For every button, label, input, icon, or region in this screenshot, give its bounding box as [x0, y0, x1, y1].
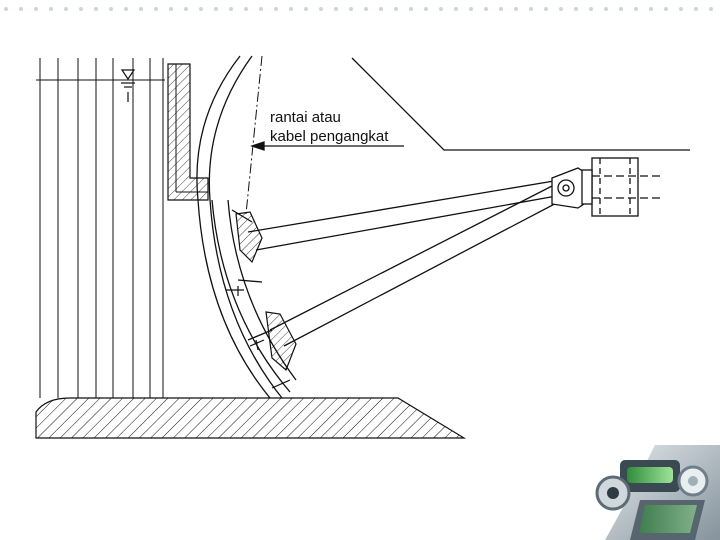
- border-dot: [394, 7, 398, 11]
- border-dot: [529, 7, 533, 11]
- border-dot: [499, 7, 503, 11]
- border-dot: [589, 7, 593, 11]
- drawing-area: [33, 44, 695, 438]
- border-dot: [124, 7, 128, 11]
- border-dot: [214, 7, 218, 11]
- upper-arm: [247, 179, 563, 251]
- upper-wall: [167, 63, 209, 201]
- border-dot: [379, 7, 383, 11]
- border-dot: [289, 7, 293, 11]
- border-dot: [334, 7, 338, 11]
- lower-arm: [269, 183, 567, 347]
- border-dot: [19, 7, 23, 11]
- border-dot: [544, 7, 548, 11]
- border-dot: [604, 7, 608, 11]
- border-dot: [154, 7, 158, 11]
- border-dot: [259, 7, 263, 11]
- pier-outline: [351, 57, 690, 151]
- border-dot: [664, 7, 668, 11]
- border-dot: [169, 7, 173, 11]
- trunnion-support: [581, 157, 660, 217]
- border-dot: [454, 7, 458, 11]
- lower-arm-bracket: [265, 311, 297, 372]
- border-dot: [49, 7, 53, 11]
- border-dot: [634, 7, 638, 11]
- border-dot: [64, 7, 68, 11]
- microscope-icon: [595, 445, 720, 540]
- border-dot: [139, 7, 143, 11]
- border-dot: [439, 7, 443, 11]
- border-dot: [694, 7, 698, 11]
- border-dot: [559, 7, 563, 11]
- border-dot: [679, 7, 683, 11]
- border-dot: [109, 7, 113, 11]
- border-dot: [34, 7, 38, 11]
- border-dot: [349, 7, 353, 11]
- border-dot: [244, 7, 248, 11]
- lifting-cable-label-line1: rantai atau: [270, 109, 341, 126]
- dotted-top-border: [4, 7, 713, 11]
- border-dot: [484, 7, 488, 11]
- border-dot: [364, 7, 368, 11]
- border-dot: [199, 7, 203, 11]
- border-dot: [319, 7, 323, 11]
- border-dot: [94, 7, 98, 11]
- water-body: [36, 58, 165, 398]
- border-dot: [274, 7, 278, 11]
- trunnion-pin: [551, 167, 591, 209]
- border-dot: [229, 7, 233, 11]
- border-dot: [304, 7, 308, 11]
- gate-ribs: [226, 286, 291, 389]
- border-dot: [709, 7, 713, 11]
- lifting-cable-label-line2: kabel pengangkat: [270, 128, 389, 145]
- border-dot: [184, 7, 188, 11]
- lifting-cable-line: [245, 55, 263, 215]
- border-dot: [79, 7, 83, 11]
- label-leader: [249, 141, 404, 151]
- water-level-icon: [120, 69, 136, 102]
- floor-slab: [35, 397, 467, 439]
- border-dot: [649, 7, 653, 11]
- border-dot: [4, 7, 8, 11]
- border-dot: [514, 7, 518, 11]
- border-dot: [469, 7, 473, 11]
- border-dot: [424, 7, 428, 11]
- border-dot: [409, 7, 413, 11]
- border-dot: [619, 7, 623, 11]
- border-dot: [574, 7, 578, 11]
